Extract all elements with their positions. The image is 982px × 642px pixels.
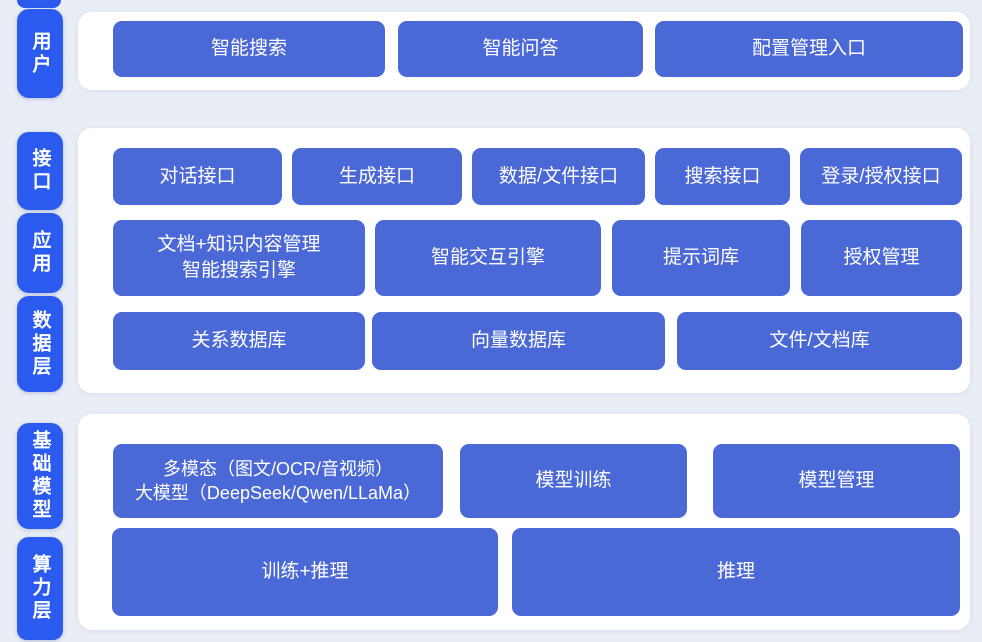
block-prompt-library: 提示词库	[612, 220, 790, 296]
block-multimodal-llm: 多模态（图文/OCR/音视频） 大模型（DeepSeek/Qwen/LLaMa）	[113, 444, 443, 518]
block-search-api: 搜索接口	[655, 148, 790, 205]
block-model-training: 模型训练	[460, 444, 687, 518]
block-vector-db: 向量数据库	[372, 312, 665, 370]
block-generation-api: 生成接口	[292, 148, 462, 205]
layer-label-foundation-model: 基础模型	[17, 423, 63, 529]
block-config-management-entry: 配置管理入口	[655, 21, 963, 77]
block-inference: 推理	[512, 528, 960, 616]
block-training-inference: 训练+推理	[112, 528, 498, 616]
block-smart-search: 智能搜索	[113, 21, 385, 77]
layer-label-compute: 算力层	[17, 537, 63, 640]
block-smart-qa: 智能问答	[398, 21, 643, 77]
block-model-management: 模型管理	[713, 444, 960, 518]
block-login-auth-api: 登录/授权接口	[800, 148, 962, 205]
block-dialog-api: 对话接口	[113, 148, 282, 205]
layer-label-application: 应用	[17, 213, 63, 293]
block-data-file-api: 数据/文件接口	[472, 148, 645, 205]
block-relational-db: 关系数据库	[113, 312, 365, 370]
block-smart-interaction-engine: 智能交互引擎	[375, 220, 601, 296]
layer-label-interface: 接口	[17, 132, 63, 210]
cropped-label-fragment-top	[17, 0, 61, 8]
layer-label-user: 用户	[17, 9, 63, 98]
layer-label-data: 数据层	[17, 296, 63, 392]
block-file-doc-library: 文件/文档库	[677, 312, 962, 370]
block-auth-management: 授权管理	[801, 220, 962, 296]
block-doc-knowledge-search-engine: 文档+知识内容管理 智能搜索引擎	[113, 220, 365, 296]
